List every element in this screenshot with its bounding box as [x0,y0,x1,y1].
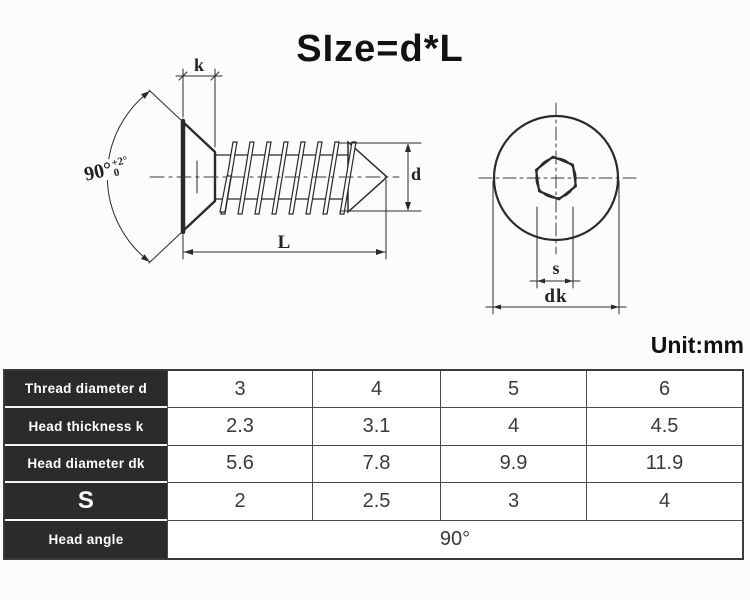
dimension-d-lines [339,142,422,212]
table-cell: 3 [440,483,586,521]
table-cell: 6 [586,371,742,409]
dimension-k-lines [175,68,223,148]
s-dimension-label: s [552,258,560,278]
row-label-head-angle: Head angle [5,520,167,558]
table-cell-head-angle: 90° [167,520,742,558]
table-cell: 7.8 [312,445,440,484]
table-cell: 3 [167,371,312,409]
k-dimension-label: k [193,55,204,75]
technical-drawing [106,68,637,315]
table-cell: 5 [440,371,586,409]
screw-top-view-drawing [478,102,637,315]
angle-tolerance: +2° 0 [110,154,131,179]
table-cell: 5.6 [167,445,312,484]
table-cell: 3.1 [312,408,440,446]
table-cell: 4 [586,483,742,521]
table-cell: 4 [440,408,586,446]
thread-crests [219,141,357,215]
hex-socket [534,155,578,201]
row-label-head-thickness: Head thickness k [5,408,167,446]
head-outer-circle [492,114,620,242]
table-cell: 4 [312,371,440,409]
dimension-dk-lines [485,180,627,315]
unit-label: Unit:mm [650,332,744,358]
table-cell: 2 [167,483,312,521]
screw-side-view-drawing [106,68,422,264]
dk-dimension-label: dk [544,286,568,307]
table-cell: 9.9 [440,445,586,484]
d-dimension-label: d [410,164,421,184]
size-formula-title: SIze=d*L [296,28,464,70]
row-label-head-diameter: Head diameter dk [5,445,167,484]
l-dimension-label: L [277,232,291,253]
table-cell: 4.5 [586,408,742,446]
table-cell: 2.3 [167,408,312,446]
row-label-socket-size: S [5,483,167,521]
dimension-s-lines [529,206,581,289]
table-cell: 2.5 [312,483,440,521]
spec-table: Thread diameter d 3 4 5 6 Head thickness… [3,369,744,560]
row-label-thread-diameter: Thread diameter d [5,371,167,409]
dimension-l-lines [182,179,387,260]
table-cell: 11.9 [586,445,742,484]
